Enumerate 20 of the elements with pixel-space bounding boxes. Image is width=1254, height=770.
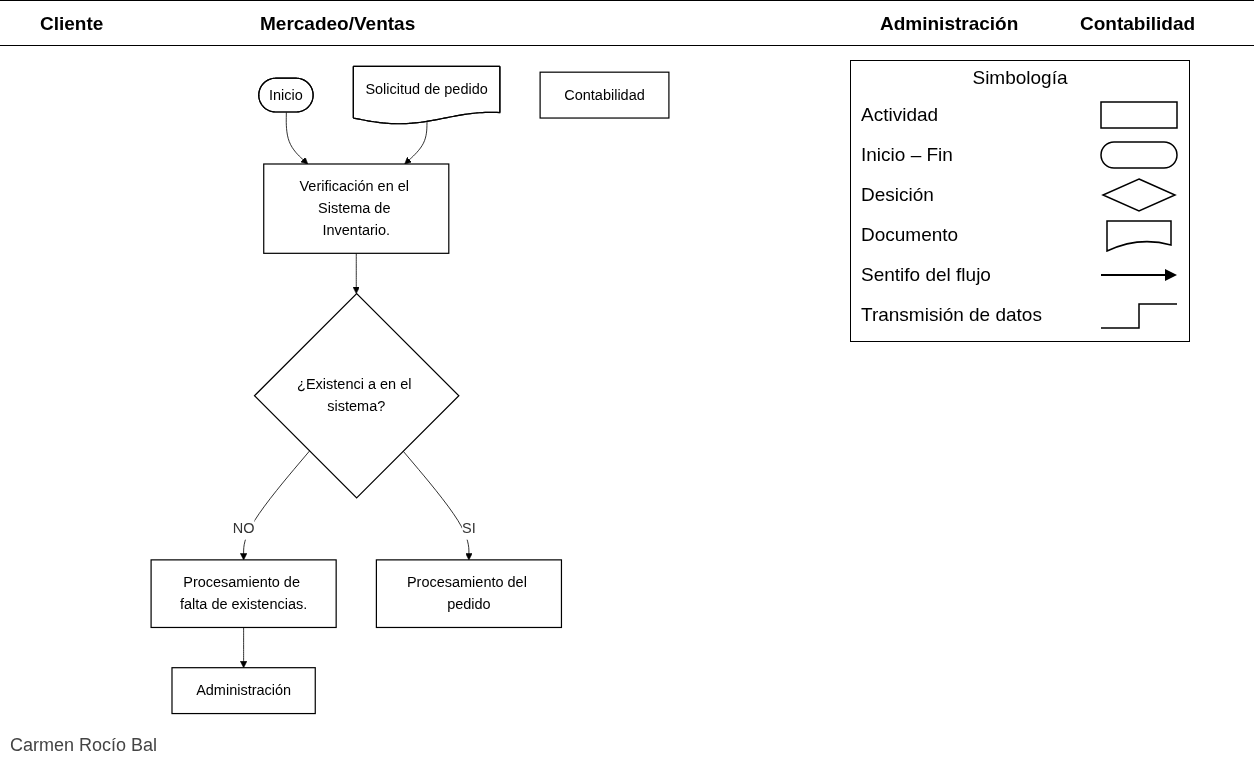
lane-header: Mercadeo/Ventas bbox=[260, 13, 416, 35]
legend-text: Desición bbox=[861, 184, 934, 206]
edge-label: SI bbox=[462, 520, 476, 537]
lane-header: Contabilidad bbox=[1080, 13, 1196, 35]
edge-label: NO bbox=[232, 520, 255, 537]
node-box: Contabilidad bbox=[539, 71, 670, 119]
node-box: Administración bbox=[171, 667, 316, 715]
legend-title: Simbología bbox=[971, 67, 1069, 89]
legend-text: Inicio – Fin bbox=[861, 144, 953, 166]
lane-header: Cliente bbox=[40, 13, 104, 35]
node-box: Verificación en el Sistema de Inventario. bbox=[263, 163, 450, 254]
footer-text: Carmen Rocío Bal bbox=[10, 735, 158, 755]
legend-text: Transmisión de datos bbox=[861, 304, 1042, 326]
node-box: Procesamiento de falta de existencias. bbox=[150, 559, 337, 629]
legend-text: Documento bbox=[861, 224, 959, 246]
lane-header: Administración bbox=[880, 13, 1019, 35]
legend-text: Actividad bbox=[861, 104, 939, 126]
node-box: Procesamiento del pedido bbox=[375, 559, 563, 629]
node-diamond: ¿Existenci a en el sistema? bbox=[253, 292, 460, 499]
legend-text: Sentifo del flujo bbox=[861, 264, 991, 286]
